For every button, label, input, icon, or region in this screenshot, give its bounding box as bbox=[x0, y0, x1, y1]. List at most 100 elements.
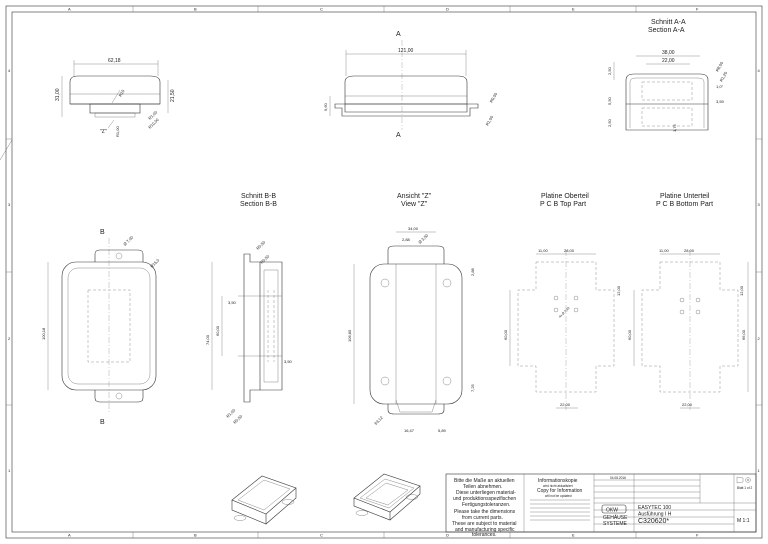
product-variant: Ausführung I H bbox=[638, 512, 672, 518]
grid-labels: A B C D E F A B C D E F 4 3 2 1 4 3 2 1 bbox=[8, 7, 761, 538]
dim-28-00-pcb-bottom: 28,00 bbox=[684, 248, 695, 253]
sheet-number: Blatt 1 of 2 bbox=[737, 486, 752, 490]
pcb-top-part: Platine Oberteil P C B Top Part 11,00 28… bbox=[503, 193, 621, 410]
title-pcb-bottom-de: Platine Unterteil bbox=[660, 193, 710, 200]
grid-row-1-left: 1 bbox=[8, 468, 11, 473]
dim-11-00-pcb-bottom: 11,00 bbox=[659, 248, 669, 253]
note-en-line5: tolerances. bbox=[472, 532, 496, 538]
dim-60-00-pcb-top: 60,00 bbox=[503, 329, 508, 340]
okw-logo-icon: OKW GEHÄUSE SYSTEME bbox=[601, 504, 628, 527]
dim-38-00: 38,00 bbox=[662, 50, 675, 56]
dim-9-60: 9,60 bbox=[323, 102, 328, 111]
note-en-line4: and manufacturing specific bbox=[455, 527, 515, 533]
label-r15: R15 bbox=[118, 88, 126, 98]
label-r0-50: R0,50 bbox=[489, 91, 499, 103]
dim-74-00: 74,00 bbox=[205, 334, 210, 345]
info-copy-de: Informationskopie bbox=[538, 478, 578, 484]
label-r8: R8,00 bbox=[715, 60, 725, 72]
title-block: Bitte die Maße an aktuellen Teilen abneh… bbox=[445, 473, 757, 538]
dim-28-00-pcb-top: 28,00 bbox=[564, 248, 575, 253]
dim-62-18: 62,18 bbox=[108, 58, 121, 64]
grid-row-3-right: 3 bbox=[758, 202, 761, 207]
note-de-line5: Fertigungstoleranzen. bbox=[462, 502, 510, 508]
title-section-aa-de: Schnitt A-A bbox=[651, 19, 686, 26]
dim-5-89: 5,89 bbox=[438, 428, 447, 433]
view-front-top: A A 121,00 9,60 R0,50 R1,00 bbox=[323, 31, 499, 139]
label-dia-3-50: Ø 3,50 bbox=[417, 232, 430, 245]
note-de-line2: Teilen abnehmen. bbox=[463, 484, 502, 490]
dim-2-50-bottom: 2,50 bbox=[607, 118, 612, 127]
grid-col-e-bottom: E bbox=[572, 533, 575, 538]
dim-2-50-top: 2,50 bbox=[607, 66, 612, 75]
title-pcb-top-en: P C B Top Part bbox=[540, 201, 586, 208]
dim-16-47: 16,47 bbox=[404, 428, 415, 433]
grid-row-1-right: 1 bbox=[758, 468, 761, 473]
brand-okw: OKW bbox=[606, 508, 618, 514]
section-mark-b-top: B bbox=[100, 229, 105, 236]
note-de-line4: und produktionsspezifischen bbox=[453, 496, 516, 502]
dim-100-18: 100,18 bbox=[41, 327, 46, 340]
dim-66-00: 66,00 bbox=[741, 329, 746, 340]
label-dia-7: Ø 7,00 bbox=[122, 234, 135, 247]
dim-3-50-bb-top: 3,50 bbox=[228, 300, 237, 305]
iso-view-open bbox=[353, 473, 421, 521]
dim-22-00: 22,00 bbox=[662, 58, 675, 64]
grid-col-d-top: D bbox=[446, 7, 449, 12]
drawing-date: 04.08.2016 bbox=[610, 476, 626, 480]
title-section-bb-en: Section B-B bbox=[240, 201, 277, 208]
info-copy-en-sub: will not be updated bbox=[545, 494, 572, 498]
title-view-z-en: View "Z" bbox=[401, 201, 428, 208]
dim-22-00-pcb-top: 22,00 bbox=[560, 402, 571, 407]
info-copy-de-sub: wird nicht aktualisiert bbox=[543, 484, 573, 488]
section-mark-b-bottom: B bbox=[100, 419, 105, 426]
brand-systeme: SYSTEME bbox=[603, 521, 628, 527]
dim-21-50: 21,50 bbox=[170, 89, 176, 102]
dim-2-88-top: 2,88 bbox=[402, 237, 411, 242]
dim-106-80: 106,80 bbox=[347, 329, 352, 342]
dim-2-88-right: 2,88 bbox=[470, 267, 475, 276]
dim-7-25: 7,25 bbox=[470, 383, 475, 392]
label-r0-50-bb-b: R0,50 bbox=[259, 253, 271, 265]
section-b-b: Schnitt B-B Section B-B R0,50 R0,50 3,50… bbox=[205, 193, 293, 425]
title-pcb-bottom-en: P C B Bottom Part bbox=[656, 201, 713, 208]
dim-22-00-pcb-bottom: 22,00 bbox=[682, 402, 693, 407]
dim-12-00-pcb-bottom: 12,00 bbox=[739, 285, 744, 296]
grid-row-4-right: 4 bbox=[758, 68, 761, 73]
label-r15-plan: R15,0 bbox=[149, 257, 161, 269]
dim-3-50-bb-bottom: 3,50 bbox=[284, 359, 293, 364]
grid-row-2-right: 2 bbox=[758, 336, 761, 341]
label-z-arrow: "Z" bbox=[100, 129, 107, 135]
section-mark-a-bottom: A bbox=[396, 132, 401, 139]
dim-1-75: 1,75 bbox=[672, 123, 677, 132]
dim-121-00: 121,00 bbox=[398, 48, 414, 54]
pcb-bottom-part: Platine Unterteil P C B Bottom Part 11,0… bbox=[627, 193, 749, 410]
title-pcb-top-de: Platine Oberteil bbox=[541, 193, 589, 200]
dim-12-00-pcb-top: 12,00 bbox=[616, 285, 621, 296]
grid-col-d-bottom: D bbox=[446, 533, 449, 538]
product-name: EASYTEC 100 bbox=[638, 505, 671, 511]
dim-60-00-pcb-bottom: 60,00 bbox=[627, 329, 632, 340]
grid-col-c-top: C bbox=[320, 7, 323, 12]
view-z: Ansicht "Z" View "Z" 34,00 2,88 Ø 3,50 2… bbox=[347, 193, 475, 433]
grid-col-b-bottom: B bbox=[194, 533, 197, 538]
label-r0-50-bb-a: R0,50 bbox=[255, 239, 267, 251]
dim-5-50: 5,50 bbox=[607, 96, 612, 105]
title-section-aa-en: Section A-A bbox=[648, 27, 685, 34]
projection-symbol-icon bbox=[736, 476, 751, 484]
dim-31-00: 31,00 bbox=[55, 88, 61, 101]
grid-col-f-top: F bbox=[696, 7, 699, 12]
dim-60-00-bb: 60,00 bbox=[215, 325, 220, 336]
label-r1-20: R1,20 bbox=[719, 70, 729, 82]
title-section-bb-de: Schnitt B-B bbox=[241, 193, 276, 200]
grid-col-b-top: B bbox=[194, 7, 197, 12]
grid-col-a-top: A bbox=[68, 7, 71, 12]
label-r1-right: R1,00 bbox=[147, 109, 159, 121]
label-r1-front: R1,00 bbox=[485, 114, 495, 126]
dim-34-00: 34,00 bbox=[408, 226, 419, 231]
grid-row-2-left: 2 bbox=[8, 336, 11, 341]
note-en-line2: from current parts. bbox=[462, 515, 503, 521]
label-r1-left: R1,00 bbox=[115, 126, 120, 137]
note-de-line3: Diese unterliegen material- bbox=[456, 490, 516, 496]
label-r1-bb: R1,00 bbox=[225, 407, 237, 419]
note-de-line1: Bitte die Maße an aktuellen bbox=[454, 478, 515, 484]
